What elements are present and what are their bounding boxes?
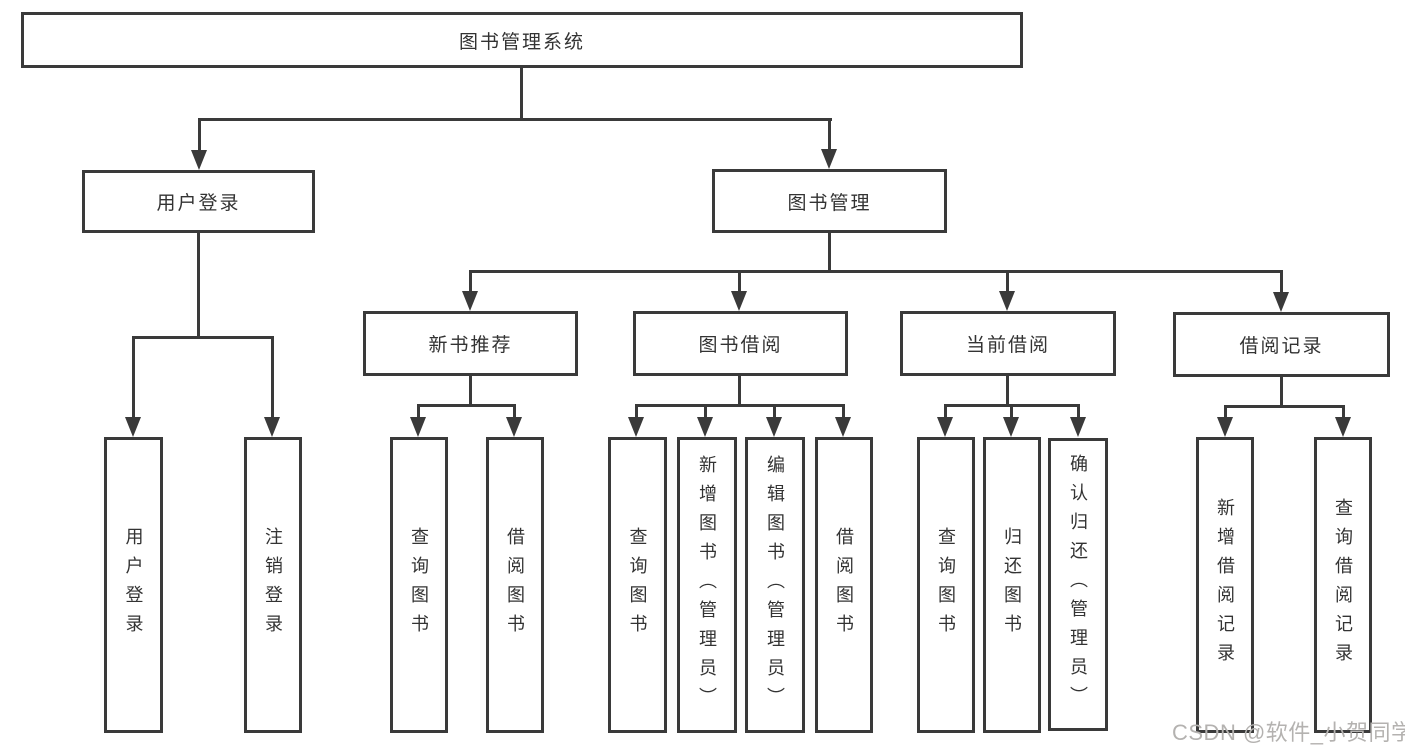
- arrowhead-query-borrow-record-icon: [1335, 417, 1351, 437]
- connector-borrow-records-trunk: [1280, 377, 1283, 408]
- arrowhead-leaf-logout-icon: [264, 417, 280, 437]
- connector-drop-leaf-user-login: [132, 336, 135, 418]
- arrowhead-user-login-icon: [191, 150, 207, 170]
- leaf-query-books-current: 查询图书: [917, 437, 975, 733]
- leaf-edit-books-admin: 编辑图书（管理员）: [745, 437, 805, 733]
- connector-drop-return-books: [1010, 404, 1013, 418]
- connector-root-trunk: [520, 68, 523, 120]
- leaf-user-login: 用户登录: [104, 437, 163, 733]
- leaf-add-borrow-record-label: 新增借阅记录: [1215, 498, 1235, 672]
- leaf-add-books-admin-label: 新增图书（管理员）: [697, 454, 717, 716]
- connector-drop-new-book: [469, 270, 472, 292]
- leaf-edit-books-admin-label: 编辑图书（管理员）: [765, 454, 785, 716]
- node-book-management-label: 图书管理: [787, 192, 872, 214]
- connector-book-management-trunk: [828, 233, 831, 273]
- arrowhead-query-books-current-icon: [937, 417, 953, 437]
- leaf-query-books-recommend-label: 查询图书: [409, 527, 429, 643]
- leaf-query-borrow-record: 查询借阅记录: [1314, 437, 1372, 733]
- arrowhead-borrow-books-recommend-icon: [506, 417, 522, 437]
- connector-drop-add-books-admin: [704, 404, 707, 418]
- connector-drop-current-borrowing: [1006, 270, 1009, 292]
- connector-root-bus: [198, 118, 832, 121]
- connector-user-login-bus: [132, 336, 274, 339]
- leaf-borrow-books-borrowing: 借阅图书: [815, 437, 873, 733]
- leaf-query-borrow-record-label: 查询借阅记录: [1333, 498, 1353, 672]
- connector-book-borrowing-bus: [635, 404, 845, 407]
- leaf-logout-label: 注销登录: [263, 527, 283, 643]
- connector-user-login-trunk: [197, 233, 200, 339]
- connector-drop-book-borrowing: [738, 270, 741, 292]
- arrowhead-add-borrow-record-icon: [1217, 417, 1233, 437]
- connector-drop-query-borrow-record: [1342, 405, 1345, 418]
- connector-borrow-records-bus: [1224, 405, 1345, 408]
- arrowhead-add-books-admin-icon: [697, 417, 713, 437]
- connector-new-book-bus: [417, 404, 516, 407]
- leaf-return-books: 归还图书: [983, 437, 1041, 733]
- leaf-confirm-return-admin: 确认归还（管理员）: [1048, 438, 1108, 731]
- node-user-login-label: 用户登录: [156, 193, 241, 214]
- leaf-query-books-current-label: 查询图书: [936, 527, 956, 643]
- node-root-label: 图书管理系统: [458, 31, 585, 53]
- arrowhead-new-book-icon: [462, 291, 478, 311]
- node-new-book-recommend-label: 新书推荐: [428, 335, 513, 356]
- connector-drop-query-books-recommend: [417, 404, 420, 418]
- arrowhead-confirm-return-icon: [1070, 417, 1086, 437]
- arrowhead-return-books-icon: [1003, 417, 1019, 437]
- leaf-confirm-return-admin-label: 确认归还（管理员）: [1068, 454, 1088, 715]
- arrowhead-borrow-books-borrowing-icon: [835, 417, 851, 437]
- node-book-borrowing: 图书借阅: [633, 311, 848, 376]
- arrowhead-book-management-icon: [821, 149, 837, 169]
- leaf-logout: 注销登录: [244, 437, 302, 733]
- leaf-add-books-admin: 新增图书（管理员）: [677, 437, 737, 733]
- connector-drop-borrow-books-borrowing: [842, 404, 845, 418]
- connector-drop-confirm-return: [1077, 404, 1080, 418]
- connector-drop-query-books-current: [944, 404, 947, 418]
- leaf-query-books-borrowing-label: 查询图书: [627, 527, 648, 643]
- node-borrow-records: 借阅记录: [1173, 312, 1390, 377]
- connector-drop-query-books-borrowing: [635, 404, 638, 418]
- arrowhead-leaf-user-login-icon: [125, 417, 141, 437]
- connector-drop-add-borrow-record: [1224, 405, 1227, 418]
- arrowhead-query-books-recommend-icon: [410, 417, 426, 437]
- node-user-login: 用户登录: [82, 170, 315, 233]
- arrowhead-book-borrowing-icon: [731, 291, 747, 311]
- leaf-add-borrow-record: 新增借阅记录: [1196, 437, 1254, 733]
- csdn-watermark: CSDN @软件_小贺同学: [1172, 720, 1405, 745]
- connector-book-management-bus: [469, 270, 1283, 273]
- connector-drop-leaf-logout: [271, 336, 274, 418]
- leaf-borrow-books-recommend: 借阅图书: [486, 437, 544, 733]
- node-borrow-records-label: 借阅记录: [1239, 336, 1324, 357]
- node-current-borrowing-label: 当前借阅: [965, 335, 1050, 356]
- node-new-book-recommend: 新书推荐: [363, 311, 578, 376]
- leaf-user-login-label: 用户登录: [123, 527, 144, 643]
- arrowhead-query-books-borrowing-icon: [628, 417, 644, 437]
- node-current-borrowing: 当前借阅: [900, 311, 1116, 376]
- leaf-return-books-label: 归还图书: [1002, 527, 1022, 643]
- leaf-query-books-recommend: 查询图书: [390, 437, 448, 733]
- arrowhead-edit-books-admin-icon: [766, 417, 782, 437]
- connector-new-book-trunk: [469, 376, 472, 407]
- leaf-borrow-books-borrowing-label: 借阅图书: [834, 527, 854, 643]
- connector-book-borrowing-trunk: [738, 376, 741, 407]
- connector-drop-user-login: [198, 118, 201, 152]
- leaf-query-books-borrowing: 查询图书: [608, 437, 667, 733]
- connector-drop-book-management: [828, 118, 831, 151]
- connector-drop-borrow-records: [1280, 270, 1283, 293]
- leaf-borrow-books-recommend-label: 借阅图书: [505, 527, 525, 643]
- node-book-borrowing-label: 图书借阅: [698, 335, 783, 356]
- connector-current-borrowing-trunk: [1006, 376, 1009, 407]
- connector-drop-edit-books-admin: [773, 404, 776, 418]
- node-root: 图书管理系统: [21, 12, 1023, 68]
- arrowhead-current-borrowing-icon: [999, 291, 1015, 311]
- node-book-management: 图书管理: [712, 169, 947, 233]
- arrowhead-borrow-records-icon: [1273, 292, 1289, 312]
- connector-drop-borrow-books-recommend: [513, 404, 516, 418]
